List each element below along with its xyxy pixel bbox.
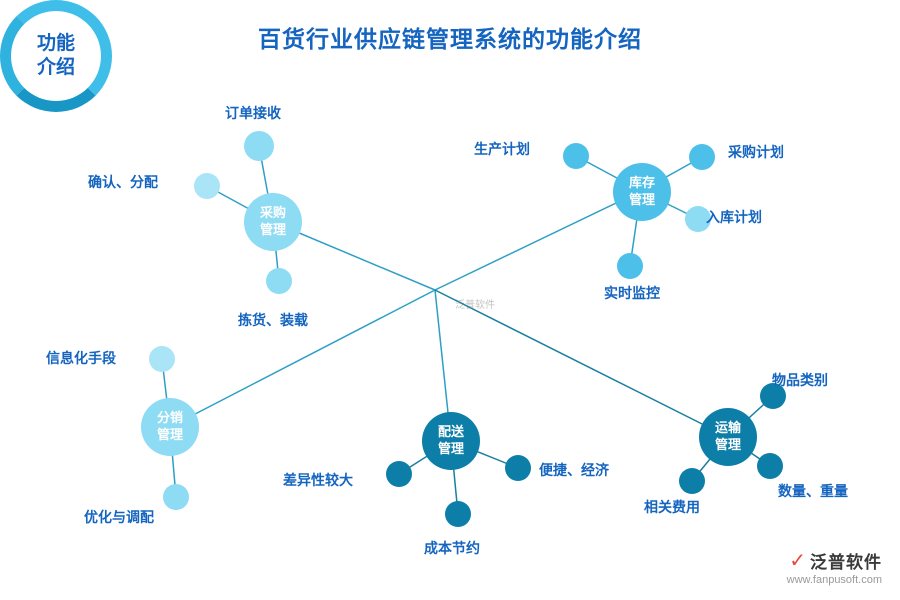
hub-inventory: 库存管理 — [613, 163, 671, 221]
hub-distribution: 分销管理 — [141, 398, 199, 456]
leaf-item-category-label: 物品类别 — [772, 372, 828, 388]
leaf-cost-saving-circle — [445, 501, 471, 527]
leaf-informatization-circle — [149, 346, 175, 372]
leaf-realtime-monitor-label: 实时监控 — [604, 285, 660, 301]
leaf-confirm-allocate-circle — [194, 173, 220, 199]
leaf-pick-load-label: 拣货、装载 — [238, 312, 308, 328]
hub-delivery-label: 配送管理 — [437, 424, 464, 456]
leaf-related-costs-circle — [679, 468, 705, 494]
leaf-pick-load-circle — [266, 268, 292, 294]
leaf-order-receiving-circle — [244, 131, 274, 161]
hub-transport-label: 运输管理 — [714, 420, 741, 452]
leaf-cost-saving-label: 成本节约 — [424, 540, 480, 556]
leaf-production-plan-label: 生产计划 — [474, 141, 530, 157]
leaf-procurement-plan-circle — [689, 144, 715, 170]
leaf-procurement-plan-label: 采购计划 — [728, 144, 784, 160]
vendor-logo-url: www.fanpusoft.com — [786, 574, 882, 586]
leaf-large-difference-circle — [386, 461, 412, 487]
center-node-label: 功能介绍 — [36, 33, 75, 78]
hub-procurement: 采购管理 — [244, 193, 302, 251]
leaf-realtime-monitor-circle — [617, 253, 643, 279]
line-center-distribution — [169, 289, 436, 428]
leaf-item-category-circle — [760, 383, 786, 409]
leaf-order-receiving-label: 订单接收 — [225, 105, 281, 121]
vendor-logo: ✓ 泛普软件 www.fanpusoft.com — [786, 548, 882, 587]
vendor-logo-mark-icon: ✓ — [789, 549, 806, 572]
hub-delivery: 配送管理 — [422, 412, 480, 470]
leaf-convenient-economic-circle — [505, 455, 531, 481]
line-center-inventory — [434, 190, 642, 291]
line-center-transport — [434, 289, 729, 438]
leaf-production-plan-circle — [563, 143, 589, 169]
leaf-optimize-allocate-label: 优化与调配 — [84, 509, 154, 525]
leaf-quantity-weight-circle — [757, 453, 783, 479]
hub-distribution-label: 分销管理 — [156, 410, 183, 442]
leaf-informatization-label: 信息化手段 — [46, 350, 116, 366]
page-title: 百货行业供应链管理系统的功能介绍 — [258, 26, 642, 52]
hub-procurement-label: 采购管理 — [259, 205, 286, 237]
line-center-procurement — [272, 221, 436, 291]
hub-transport: 运输管理 — [699, 408, 757, 466]
hub-inventory-label: 库存管理 — [628, 175, 655, 207]
leaf-convenient-economic-label: 便捷、经济 — [539, 462, 609, 478]
leaf-quantity-weight-label: 数量、重量 — [778, 483, 848, 499]
vendor-logo-name: 泛普软件 — [810, 553, 882, 572]
leaf-large-difference-label: 差异性较大 — [283, 472, 353, 488]
leaf-optimize-allocate-circle — [163, 484, 189, 510]
watermark-text: 泛普软件 — [455, 300, 495, 311]
leaf-confirm-allocate-label: 确认、分配 — [88, 174, 158, 190]
leaf-warehousing-plan-label: 入库计划 — [706, 209, 762, 225]
leaf-warehousing-plan-circle — [685, 206, 711, 232]
leaf-related-costs-label: 相关费用 — [644, 499, 700, 515]
center-node: 功能介绍 — [0, 0, 112, 112]
